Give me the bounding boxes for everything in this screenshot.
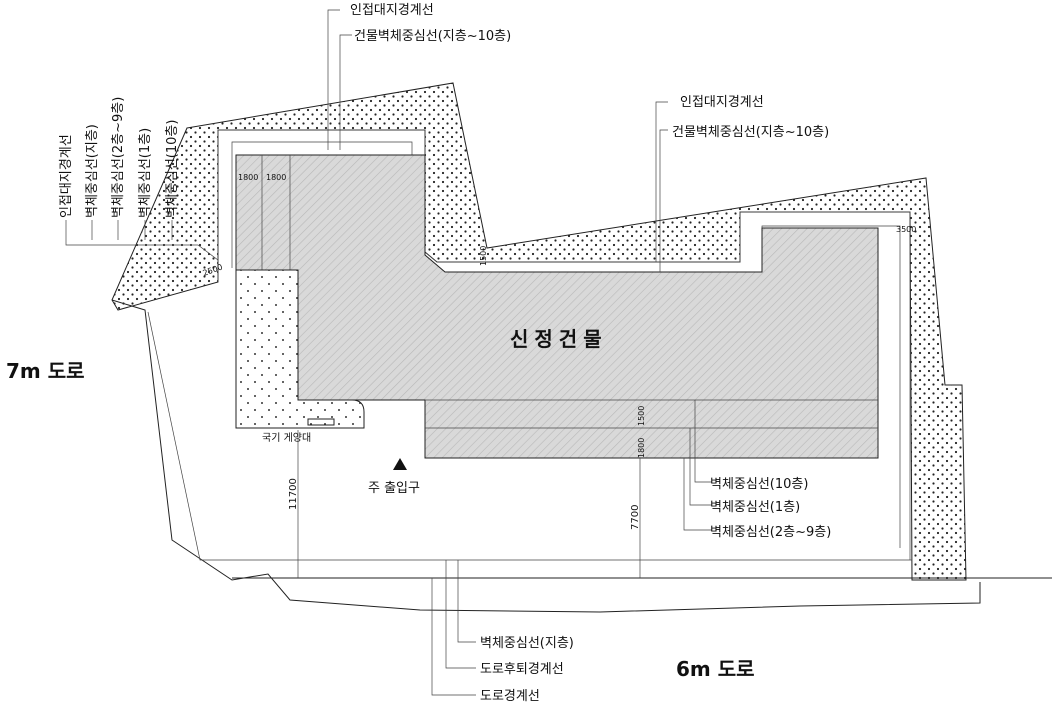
building-name: 신정건물 bbox=[510, 327, 608, 351]
dim-1500-mid: 1500 bbox=[637, 406, 646, 426]
vlabel-wall-center-2f-9f: 벽체중심선(2층~9층) bbox=[111, 97, 126, 218]
site-boundary bbox=[111, 299, 981, 613]
label-adjacent-boundary-top: 인접대지경계선 bbox=[350, 3, 434, 18]
label-wall-center-b1-10f-top: 건물벽체중심선(지층~10층) bbox=[354, 29, 511, 44]
road-left-label: 7m 도로 bbox=[6, 359, 85, 383]
label-adjacent-boundary-right: 인접대지경계선 bbox=[680, 95, 764, 110]
flag-stand-label: 국기 게양대 bbox=[262, 432, 311, 444]
dim-1800-mid: 1800 bbox=[637, 438, 646, 458]
dim-1800-b: 1800 bbox=[266, 173, 286, 182]
flag-stand-mark bbox=[307, 418, 335, 426]
label-wall-center-10f: 벽체중심선(10층) bbox=[710, 477, 808, 492]
vlabel-wall-center-1f: 벽체중심선(1층) bbox=[138, 128, 153, 218]
vlabel-adjacent-boundary: 인접대지경계선 bbox=[59, 134, 74, 218]
dim-3500: 3500 bbox=[896, 225, 916, 234]
dim-1800-a: 1800 bbox=[238, 173, 258, 182]
road-bottom-label: 6m 도로 bbox=[676, 657, 755, 681]
dim-11700: 11700 bbox=[288, 478, 299, 510]
label-road-boundary-line: 도로경계선 bbox=[480, 689, 540, 704]
dim-1500-top: 1500 bbox=[479, 246, 488, 266]
label-wall-center-1f: 벽체중심선(1층) bbox=[710, 500, 800, 515]
label-wall-center-2f-9f: 벽체중심선(2층~9층) bbox=[710, 525, 831, 540]
entrance-triangle-icon bbox=[393, 458, 407, 470]
dim-7700: 7700 bbox=[630, 505, 641, 530]
main-entrance-label: 주 출입구 bbox=[368, 481, 420, 496]
label-wall-center-b1: 벽체중심선(지층) bbox=[480, 636, 574, 651]
first-floor-wing bbox=[235, 269, 365, 429]
setback-inner-line bbox=[217, 129, 911, 560]
vlabel-wall-center-10f: 벽체중심선(10층) bbox=[165, 120, 180, 218]
label-wall-center-b1-10f-right: 건물벽체중심선(지층~10층) bbox=[672, 125, 829, 140]
road-setback-boundary bbox=[147, 311, 912, 561]
label-road-setback-line: 도로후퇴경계선 bbox=[480, 662, 564, 677]
vlabel-wall-center-b1: 벽체중심선(지층) bbox=[85, 124, 100, 218]
